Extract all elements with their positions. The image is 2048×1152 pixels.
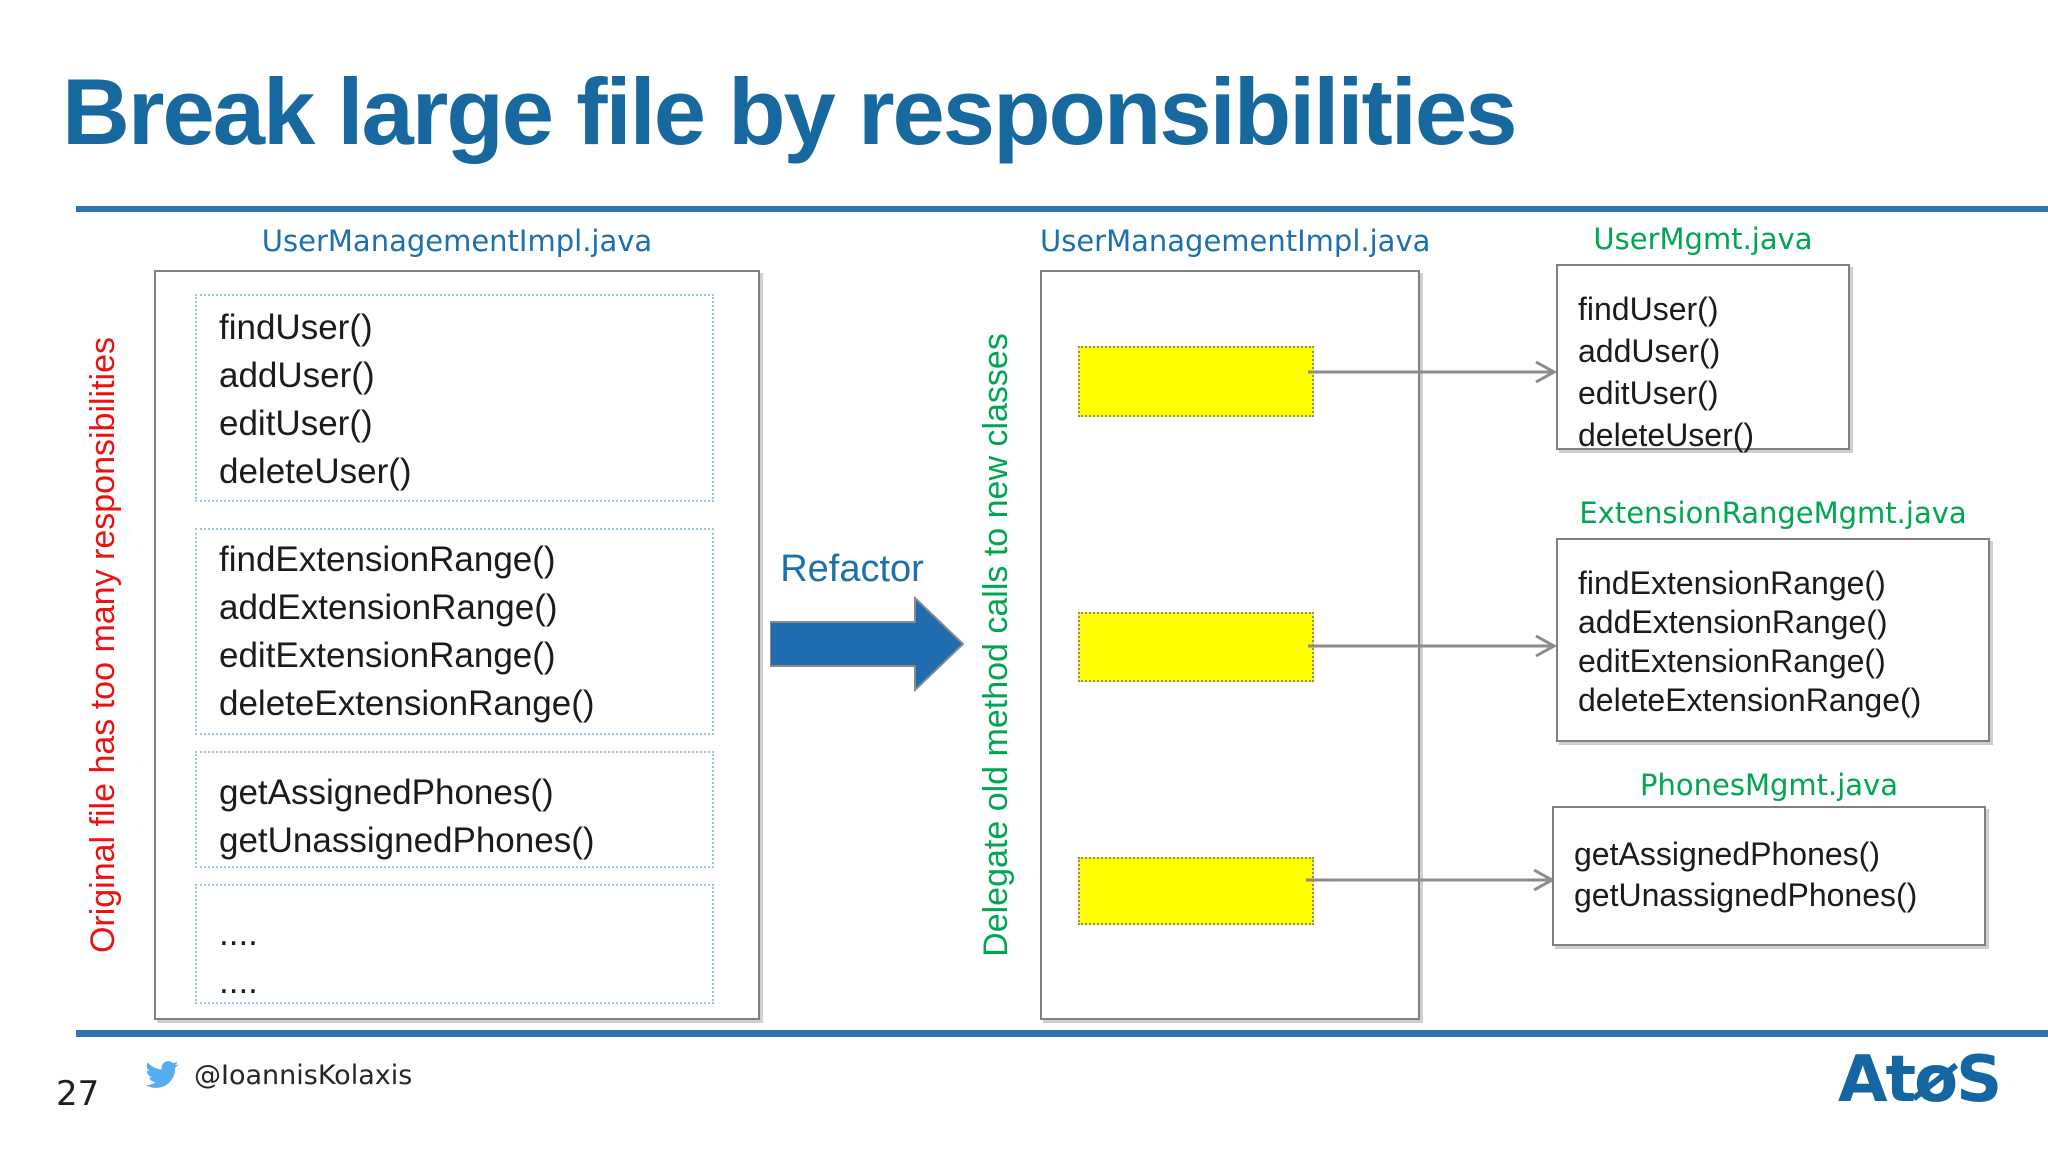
footer-divider [76,1030,2048,1037]
left-panel-header: UserManagementImpl.java [261,224,653,258]
method-line: deleteExtensionRange() [1578,682,1922,718]
right-panel-box-extensionrangemgmt: findExtensionRange() addExtensionRange()… [1556,538,1990,742]
method-line: deleteUser() [1578,417,1755,453]
method-line: findUser() [1578,291,1719,327]
connector-arrow [1308,634,1558,658]
atos-logo-slashed-o: o [1914,1043,1958,1117]
right-panel-header-phonesmgmt: PhonesMgmt.java [1640,768,1898,802]
method-line: editUser() [219,404,373,443]
method-line: editUser() [1578,375,1719,411]
highlight-block [1078,857,1314,925]
right-panel-box-phonesmgmt: getAssignedPhones() getUnassignedPhones(… [1552,806,1986,946]
method-line: getUnassignedPhones() [1574,877,1918,913]
method-group-ellipsis: .... .... [195,884,714,1004]
page-title: Break large file by responsibilities [62,59,1517,164]
method-line: .... [219,962,258,1001]
method-group-phones: getAssignedPhones() getUnassignedPhones(… [195,751,714,868]
highlight-block [1078,612,1314,682]
connector-arrow [1308,360,1558,384]
twitter-icon [145,1061,179,1088]
method-line: addExtensionRange() [1578,604,1888,640]
left-panel-box: findUser() addUser() editUser() deleteUs… [154,270,760,1020]
method-line: findExtensionRange() [219,540,556,579]
right-panel-header-usermgmt: UserMgmt.java [1593,222,1813,256]
method-line: editExtensionRange() [1578,643,1886,679]
middle-side-label: Delegate old method calls to new classes [977,333,1015,957]
method-group-users: findUser() addUser() editUser() deleteUs… [195,294,714,502]
method-line: addUser() [1578,333,1721,369]
right-panel-box-usermgmt: findUser() addUser() editUser() deleteUs… [1556,264,1850,453]
left-side-label: Original file has too many responsibilit… [84,336,122,954]
method-line: getAssignedPhones() [1574,836,1880,872]
atos-logo: AtoS [1838,1043,2002,1117]
method-line: editExtensionRange() [219,636,556,675]
right-panel-header-extensionrangemgmt: ExtensionRangeMgmt.java [1579,496,1967,530]
middle-panel-header: UserManagementImpl.java [1040,224,1431,258]
method-line: deleteUser() [219,452,412,491]
page-number: 27 [56,1074,100,1114]
method-line: findUser() [219,308,373,347]
method-line: findExtensionRange() [1578,565,1886,601]
method-line: addExtensionRange() [219,588,558,627]
refactor-label: Refactor [780,548,924,590]
method-line: .... [219,914,258,953]
connector-arrow [1306,868,1556,892]
title-underline [76,206,2048,212]
atos-logo-text: S [1956,1043,2002,1117]
method-line: getAssignedPhones() [219,773,554,812]
method-line: addUser() [219,356,375,395]
atos-logo-text: At [1838,1043,1916,1117]
method-group-extension-range: findExtensionRange() addExtensionRange()… [195,528,714,735]
method-line: getUnassignedPhones() [219,821,595,860]
method-line: deleteExtensionRange() [219,684,595,723]
refactor-arrow-icon [770,596,965,692]
twitter-handle: @IoannisKolaxis [194,1060,413,1091]
highlight-block [1078,346,1314,417]
